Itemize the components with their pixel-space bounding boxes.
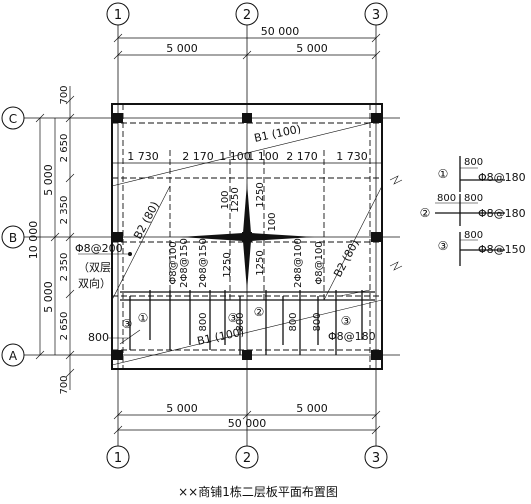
column-c2	[242, 113, 252, 123]
axis-label-3-bottom: 3	[372, 451, 380, 466]
legend-marker-3: ③	[438, 239, 449, 253]
axis-label-b: B	[9, 231, 17, 245]
rebar-label-1250-d: 1250	[255, 250, 266, 275]
left-edge-top-dim: 700	[59, 85, 70, 104]
bottom-dimensions: 5 000 5 000 50 000	[113, 402, 381, 435]
left-sub-dim-4: 2 650	[59, 312, 70, 341]
slab-boundary	[111, 103, 383, 370]
column-a1	[113, 350, 123, 360]
rebar-label-left-note: （双层	[78, 261, 111, 274]
column-c1	[113, 113, 123, 123]
legend-item-3: ③ 800 Φ8@150	[438, 230, 526, 266]
rebar-legend: ① 800 Φ8@180 ② 800 800 Φ8@180 ③ 800 Φ8@1…	[420, 156, 526, 266]
bottom-span-dim-1: 5 000	[166, 402, 198, 415]
marker-1-a: ①	[138, 311, 149, 325]
rebar-label-left-note2: 双向）	[78, 276, 111, 290]
column-c3	[371, 113, 381, 123]
marker-3-b: ③	[228, 311, 239, 325]
legend-marker-1: ①	[438, 167, 449, 181]
left-span-dim-lower: 5 000	[42, 281, 55, 313]
left-sub-dim-2: 2 350	[59, 196, 70, 225]
column-a2	[242, 350, 252, 360]
axis-label-1-top: 1	[114, 8, 122, 23]
bottom-axis-bubbles: 1 2 3	[106, 445, 388, 469]
mid-dim-6: 1 730	[336, 150, 368, 163]
mid-dim-2: 2 170	[182, 150, 214, 163]
axis-label-a: A	[9, 349, 18, 363]
rebar-label-1250-c: 1250	[222, 252, 233, 277]
top-axis-bubbles: 1 2 3	[106, 2, 388, 26]
top-span-dim-2: 5 000	[296, 42, 328, 55]
column-a3	[371, 350, 381, 360]
rebar-label-bottom-left-800: 800	[88, 331, 109, 344]
marker-2-a: ②	[254, 305, 265, 319]
marker-3-a: ③	[122, 317, 133, 331]
top-dimensions: 50 000 5 000 5 000	[113, 25, 381, 60]
star-label-1250-a: 1250	[230, 187, 241, 212]
bottom-span-dim-2: 5 000	[296, 402, 328, 415]
star-label-100-b: 100	[267, 212, 278, 231]
legend-item-1: ① 800 Φ8@180	[438, 156, 526, 192]
legend-spec-2: Φ8@180	[478, 207, 526, 220]
rebar-label-800-d: 800	[312, 312, 323, 331]
mid-dim-3: 1 100	[219, 150, 251, 163]
marker-3-c: ③	[341, 314, 352, 328]
rebar-label-phi100-c: Φ8@100	[314, 241, 325, 284]
column-b3	[371, 232, 381, 242]
legend-len-1: 800	[464, 157, 483, 168]
legend-len-2-right: 800	[464, 193, 483, 204]
left-total-dim: 10 000	[27, 221, 40, 260]
drawing-title: ××商铺1栋二层板平面布置图	[178, 484, 338, 499]
left-span-dim-upper: 5 000	[42, 164, 55, 196]
rebar-label-phi150-a: 2Φ8@150	[179, 238, 190, 288]
left-sub-dim-1: 2 650	[59, 134, 70, 163]
top-total-dim: 50 000	[261, 25, 300, 38]
axis-label-3-top: 3	[372, 8, 380, 23]
top-span-dim-1: 5 000	[166, 42, 198, 55]
left-axis-bubbles: C B A	[1, 106, 25, 367]
legend-len-2-left: 800	[437, 193, 456, 204]
left-sub-dim-3: 2 350	[59, 253, 70, 282]
axis-label-2-top: 2	[243, 8, 251, 23]
mid-dimension-row: 1 730 2 170 1 100 1 100 2 170 1 730	[112, 150, 382, 164]
column-b1	[113, 232, 123, 242]
axis-label-2-bottom: 2	[243, 451, 251, 466]
rebar-label-phi180-bottom: Φ8@180	[328, 330, 376, 343]
mid-dim-5: 2 170	[286, 150, 318, 163]
legend-marker-2: ②	[420, 206, 431, 220]
slab-outline	[111, 103, 383, 370]
rebar-label-phi150-b: 2Φ8@150	[198, 238, 209, 288]
left-dimensions: 10 000 5 000 5 000 700 2 650 2 350 2 350…	[27, 85, 75, 395]
left-rebar-callout: Φ8@200 （双层 双向） 800	[75, 242, 132, 344]
rebar-label-800-c: 800	[288, 312, 299, 331]
legend-item-2: ② 800 800 Φ8@180	[420, 193, 526, 226]
slab-label-b2-left: B2 (80)	[131, 199, 162, 241]
right-break-marks	[389, 175, 403, 271]
axis-label-c: C	[9, 112, 17, 126]
star-label-100-a: 100	[220, 190, 231, 209]
legend-len-3: 800	[464, 230, 483, 241]
mid-dim-4: 1 100	[247, 150, 279, 163]
mid-dim-1: 1 730	[127, 150, 159, 163]
legend-spec-3: Φ8@150	[478, 243, 526, 256]
slab-label-b2-right: B2 (80)	[331, 237, 362, 279]
legend-spec-1: Φ8@180	[478, 171, 526, 184]
central-star-symbol: 100 1250 1250 100	[180, 182, 314, 291]
rebar-label-800-b: 800	[235, 312, 246, 331]
slab-diagonals	[111, 119, 383, 366]
bottom-total-dim: 50 000	[228, 417, 267, 430]
star-label-1250-b: 1250	[255, 182, 266, 207]
rebar-label-left-main: Φ8@200	[75, 242, 123, 255]
rebar-label-phi100-a: Φ8@100	[168, 241, 179, 284]
axis-label-1-bottom: 1	[114, 451, 122, 466]
rebar-label-800-a: 800	[198, 312, 209, 331]
rebar-label-phi100-b: 2Φ8@100	[293, 238, 304, 288]
bottom-rebar-strip: Φ8@100 2Φ8@150 2Φ8@150 1250 1250 2Φ8@100…	[119, 238, 376, 355]
left-edge-bottom-dim: 700	[59, 375, 70, 394]
